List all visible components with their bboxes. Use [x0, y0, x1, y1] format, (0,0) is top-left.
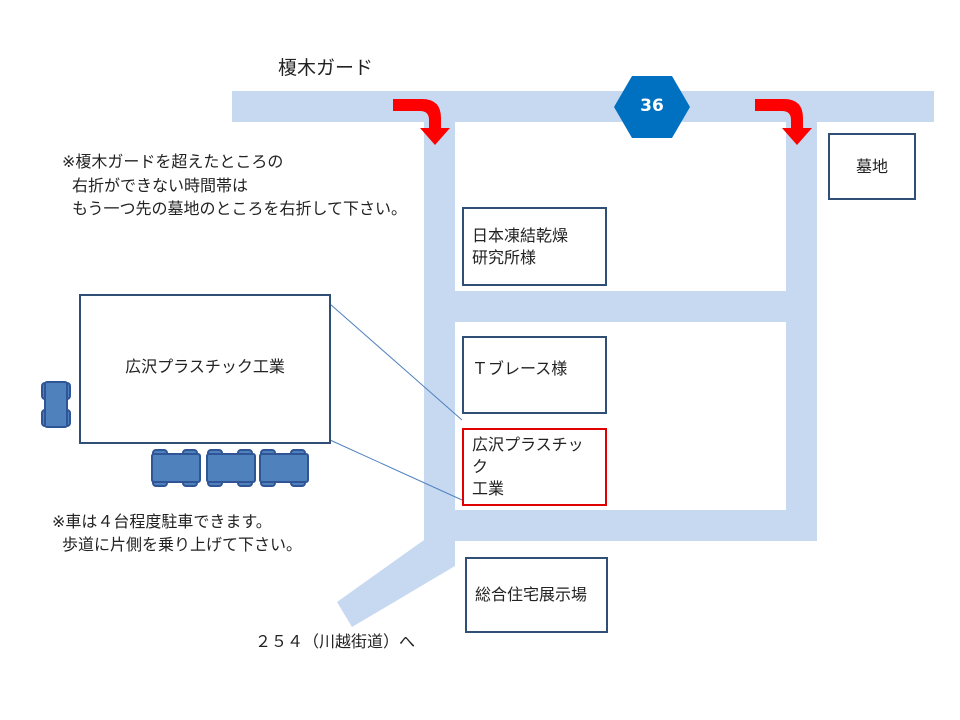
car-icon: [206, 449, 256, 487]
building-label-line-1: 日本凍結乾燥: [472, 225, 569, 245]
road-left-vertical: [424, 91, 455, 561]
route-sign-hexagon-icon: [614, 76, 690, 138]
turn-arrows: [393, 99, 812, 145]
note-turn-line-2: 右折ができない時間帯は: [72, 176, 249, 195]
building-sougou-jutaku: 総合住宅展示場: [465, 557, 608, 633]
building-label-line-2: 工業: [472, 479, 505, 498]
car-icon: [259, 449, 309, 487]
note-parking-line-1: ※車は４台程度駐車できます。: [52, 512, 272, 531]
car-icon: [151, 449, 201, 487]
building-label-line-2: 研究所様: [472, 247, 537, 267]
building-label: Ｔブレース様: [472, 359, 568, 378]
building-label: 広沢プラスチック工業: [125, 357, 285, 376]
road-diagonal: [337, 540, 455, 627]
building-label-line-1: 広沢プラスチック: [472, 435, 584, 476]
building-label: 総合住宅展示場: [475, 585, 588, 604]
route-number: 36: [640, 96, 664, 116]
road-middle: [454, 291, 788, 322]
parked-cars: [41, 381, 309, 487]
note-parking-line-2: 歩道に片側を乗り上げて下さい。: [62, 535, 303, 554]
car-icon: [41, 381, 71, 428]
building-hirosawa-large: 広沢プラスチック工業: [79, 294, 331, 444]
turn-arrow-right-icon: [755, 99, 812, 145]
guard-label: 榎木ガード: [278, 57, 374, 79]
building-bochi: 墓地: [828, 133, 916, 200]
building-nihon-touketsu: 日本凍結乾燥 研究所様: [462, 207, 607, 286]
note-turn-line-1: ※榎木ガードを超えたところの: [62, 152, 284, 171]
road-bottom: [424, 510, 817, 541]
note-turn-line-3: もう一つ先の墓地のところを右折して下さい。: [72, 199, 408, 218]
route-254-label: ２５４（川越街道）へ: [255, 632, 416, 651]
turn-arrow-left-icon: [393, 99, 450, 145]
leader-lines: [329, 303, 463, 501]
road-right-vertical: [786, 110, 817, 541]
building-label: 墓地: [855, 156, 888, 176]
building-hirosawa-destination: 広沢プラスチック 工業: [462, 428, 607, 506]
building-t-brace: Ｔブレース様: [462, 336, 607, 414]
roads: [232, 91, 934, 627]
road-top: [232, 91, 934, 122]
